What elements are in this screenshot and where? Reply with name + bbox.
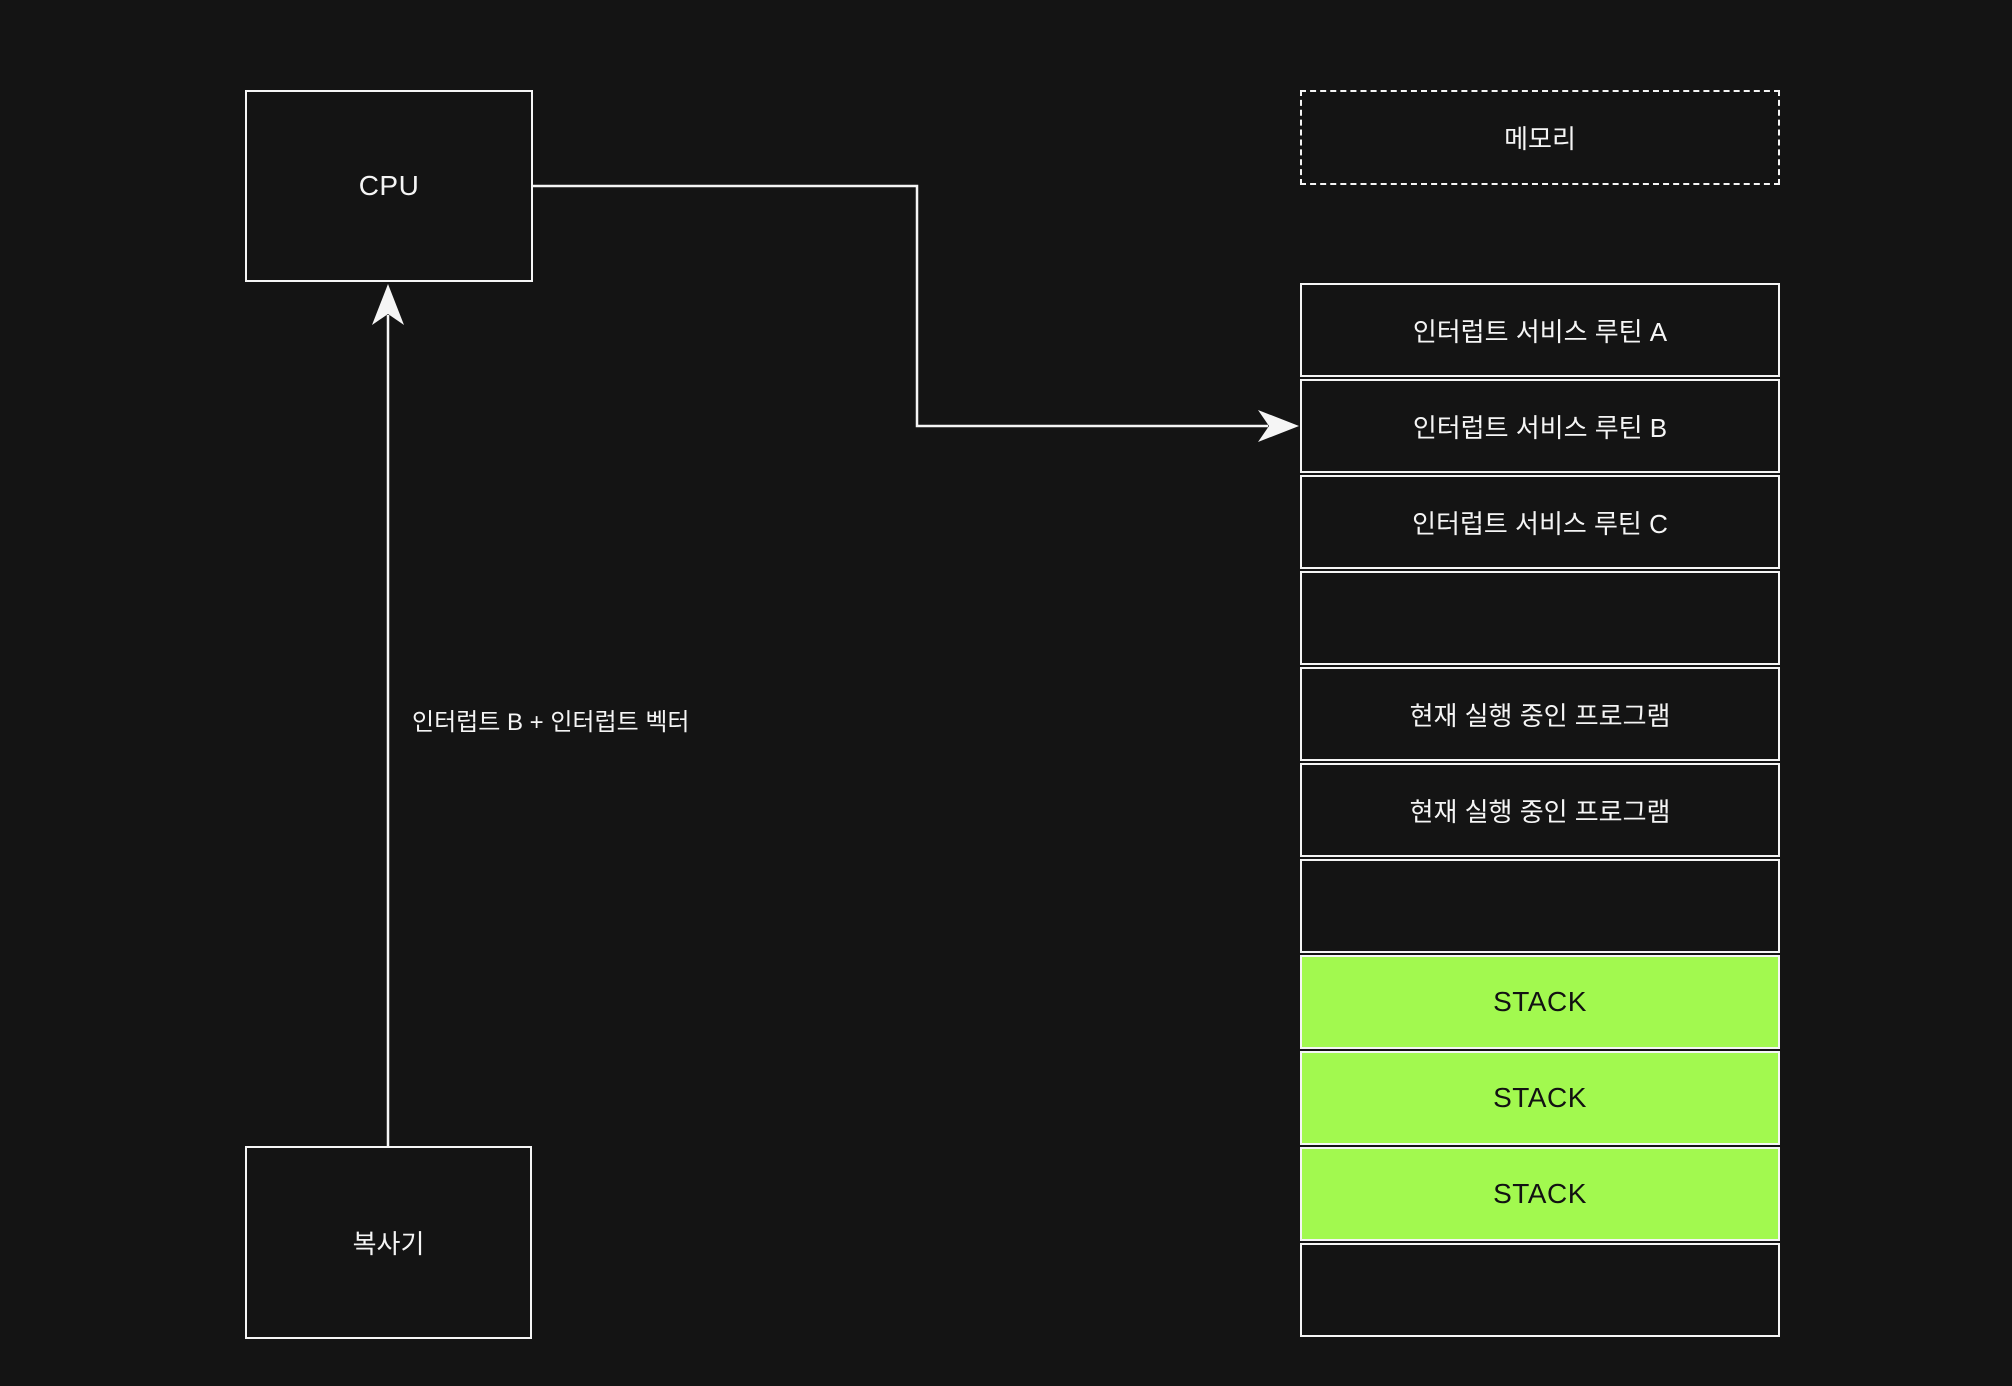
cpu-to-memory-connector: [533, 184, 1268, 428]
memory-row-empty: [1300, 1243, 1780, 1337]
interrupt-vector-label: 인터럽트 B + 인터럽트 벡터: [412, 709, 690, 736]
memory-row-stack: STACK: [1300, 1147, 1780, 1241]
memory-row: 인터럽트 서비스 루틴 C: [1300, 475, 1780, 569]
memory-row: 인터럽트 서비스 루틴 A: [1300, 283, 1780, 377]
arrowhead-right-icon: [1258, 410, 1299, 442]
memory-row: 인터럽트 서비스 루틴 B: [1300, 379, 1780, 473]
memory-row-stack: STACK: [1300, 1051, 1780, 1145]
memory-row-empty: [1300, 859, 1780, 953]
memory-row-stack: STACK: [1300, 955, 1780, 1049]
memory-row: 현재 실행 중인 프로그램: [1300, 763, 1780, 857]
cpu-label: CPU: [358, 170, 420, 201]
copier-label: 복사기: [352, 1229, 425, 1259]
memory-title-label: 메모리: [1504, 124, 1576, 154]
copier-box: 복사기: [245, 1146, 532, 1339]
memory-row: 현재 실행 중인 프로그램: [1300, 667, 1780, 761]
arrowhead-up-icon: [372, 284, 404, 325]
cpu-box: CPU: [245, 90, 533, 282]
memory-row-empty: [1300, 571, 1780, 665]
memory-title-box: 메모리: [1300, 90, 1780, 185]
